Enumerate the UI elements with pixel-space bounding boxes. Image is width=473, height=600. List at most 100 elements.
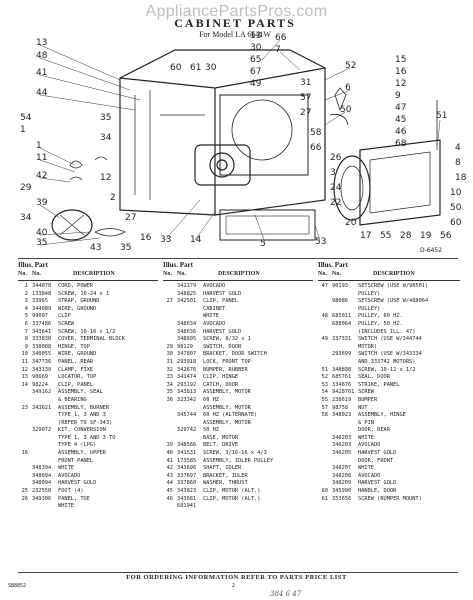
callout-number: 68 [395, 139, 407, 149]
callout-number: 53 [315, 237, 326, 247]
callout-number: 5 [260, 239, 266, 249]
illus-number: 53 [321, 381, 328, 388]
illus-number: 7 [24, 328, 28, 335]
col-header-no: No. [18, 271, 27, 277]
parts-row: PULLEY) [318, 306, 460, 314]
callout-number: 1 [36, 141, 42, 151]
part-description: WASHER, THRUST [203, 480, 248, 487]
part-number: 338088 [32, 343, 52, 350]
callout-number: 60 [450, 218, 462, 228]
callout-number: 50 [340, 105, 352, 115]
part-number: 342676 [177, 366, 197, 373]
part-description: SCREW, 8/32 x 1 [203, 336, 251, 343]
part-description: ASSEMBLY, MOTOR [203, 389, 251, 396]
callout-number: 28 [400, 231, 412, 241]
part-description: & BEARING [58, 396, 87, 403]
part-description: 60 HZ [203, 396, 219, 403]
parts-row: (REFER TO SF-343) [18, 420, 158, 428]
parts-row: ASSEMBLY, MOTOR [163, 405, 313, 413]
part-description: ASSEMBLY, IDLER PULLEY [203, 457, 274, 464]
callout-number: 65 [250, 55, 261, 65]
part-number: 343139 [32, 366, 52, 373]
part-description: WHITE [58, 503, 74, 510]
illus-number: 8 [24, 336, 28, 343]
part-description: SCREW, 10-12 x 1/2 [358, 366, 416, 373]
parts-row: 36 323342 60 HZ [163, 397, 313, 405]
illus-number: 42 [166, 465, 173, 472]
part-description: BRACKET, IDLER [203, 472, 248, 479]
parts-row: 348605 SCREW, 8/32 x 1 [163, 336, 313, 344]
callout-number: 56 [440, 231, 452, 241]
part-description: AVOCADO [358, 442, 381, 449]
part-number: 293918 [177, 358, 197, 365]
callout-number: 57 [300, 93, 311, 103]
parts-row: AND 333742 MOTORS) [318, 359, 460, 367]
part-number: 9428761 [332, 389, 355, 396]
callout-number: 30 [250, 43, 262, 53]
drive-belt [94, 228, 126, 237]
callout-number: 9 [395, 91, 401, 101]
callout-number: 13 [36, 38, 47, 48]
part-description: FOOT (4) [58, 488, 84, 495]
part-description: CATCH, DOOR [203, 381, 239, 388]
part-description: HINGE, TOP [58, 343, 90, 350]
parts-row: DOOR, REAR [318, 427, 460, 435]
part-description: COVER, TERMINAL BLOCK [58, 336, 125, 343]
part-number: 685761 [332, 374, 352, 381]
part-number: 329742 [177, 427, 197, 434]
handwritten-note: 384 6 47 [270, 590, 302, 598]
document-code: SB8852 [8, 583, 27, 589]
callout-number: 49 [250, 79, 262, 89]
part-number: 348605 [177, 336, 197, 343]
part-number: 343621 [32, 404, 52, 411]
column-2-header-top: Illus. Part [163, 261, 193, 269]
parts-row: CABINET [163, 306, 313, 314]
part-number: 348203 [332, 434, 352, 441]
part-description: ASSEMBLY, SEAL [58, 389, 103, 396]
parts-row: 681941 [163, 503, 313, 511]
part-description: STRIKE, PANEL [358, 381, 400, 388]
part-description: BRACKET, DOOR SWITCH [203, 351, 267, 358]
callout-number: 4 [455, 143, 461, 153]
callout-number: 51 [436, 111, 447, 121]
illus-number: 34 [166, 381, 173, 388]
callout-number: 15 [395, 55, 406, 65]
part-number: 323342 [177, 396, 197, 403]
illus-number: 49 [321, 336, 328, 343]
part-description: (INCLUDES ILL. 47) [358, 328, 416, 335]
illus-number: 1 [24, 283, 28, 289]
part-description: ASSEMBLY, BURNER [58, 404, 110, 411]
illus-number: 54 [321, 389, 328, 396]
part-number: 348634 [177, 320, 197, 327]
part-description: CLIP, HINGE [203, 374, 239, 381]
callout-number: 16 [395, 67, 407, 77]
part-number: 345990 [332, 488, 352, 495]
callout-number: 11 [36, 153, 47, 163]
illus-number: 30 [166, 351, 173, 358]
part-description: 60 HZ (ALTERNATE) [203, 412, 258, 419]
illus-number: 36 [166, 396, 173, 403]
part-description: SCREW (BUMPER MOUNT) [358, 495, 422, 502]
illus-number: 60 [321, 488, 328, 495]
illus-number: 12 [21, 366, 28, 373]
part-number: 98086 [332, 298, 348, 305]
part-description: PANEL, REAR [58, 358, 94, 365]
